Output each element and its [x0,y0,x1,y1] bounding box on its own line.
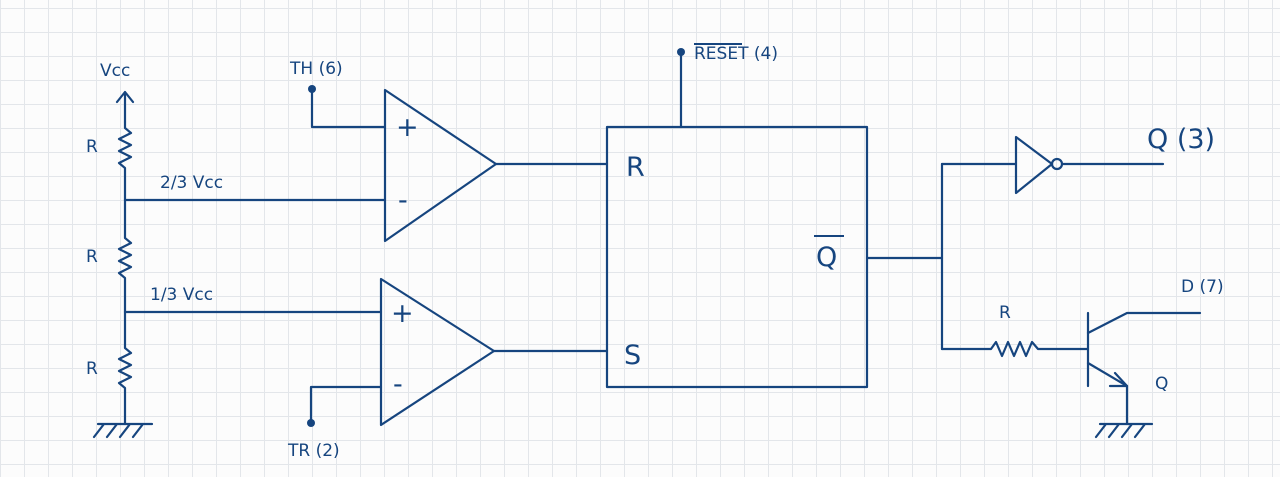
resistor-middle-label: R [86,247,98,267]
flip-flop-r-label: R [626,152,645,183]
resistor-middle [117,198,133,314]
base-resistor [940,340,1090,358]
inverter [1014,135,1054,195]
inverter-bubble [1050,157,1064,171]
th-label: TH (6) [289,59,343,79]
ground-left [92,422,154,439]
resistor-bottom [117,310,133,426]
ground-right [1094,422,1154,439]
comparator-threshold [383,88,498,243]
vcc-arrow [115,90,135,124]
transistor-label: Q [1155,374,1168,394]
comparator-bottom-minus: - [393,369,403,400]
flip-flop-qbar-label: Q [816,242,837,273]
comparator-trigger [379,277,496,427]
base-resistor-label: R [999,303,1011,323]
discharge-transistor [1086,311,1202,426]
comparator-top-plus: + [396,112,419,143]
wire-tr [309,385,383,425]
comparator-top-minus: - [398,185,408,216]
flip-flop-s-label: S [624,340,641,371]
resistor-bottom-label: R [86,359,98,379]
wire-th [310,87,387,129]
q-output-label: Q (3) [1147,124,1215,155]
tr-label: TR (2) [287,441,340,461]
one-third-vcc-label: 1/3 Vcc [150,285,213,305]
discharge-label: D (7) [1181,277,1224,297]
tr-terminal [307,419,315,427]
resistor-top-label: R [86,137,98,157]
comparator-bottom-plus: + [391,298,414,329]
resistor-top [117,120,133,202]
two-thirds-vcc-label: 2/3 Vcc [160,173,223,193]
vcc-label: Vcc [100,61,130,81]
reset-label: RESET (4) [694,44,778,64]
reset-terminal [677,48,685,56]
